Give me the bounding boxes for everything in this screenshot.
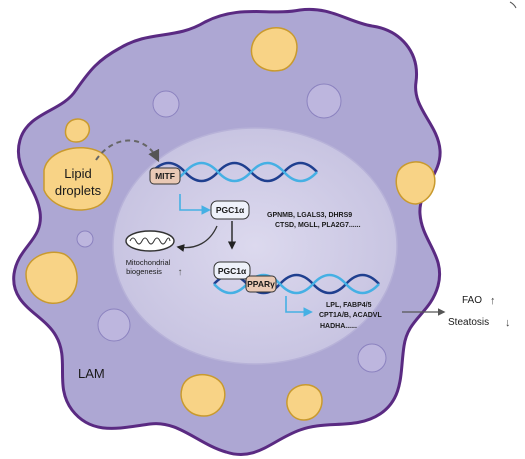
fao-label: FAO [462, 295, 482, 306]
lipid-droplet [43, 147, 114, 211]
arrow-mitf-to-pgc1a [179, 194, 211, 215]
dashed-arrow-lipids-to-mitf [95, 139, 160, 163]
ppar-label: PPARγ [247, 279, 275, 289]
mitf-node: MITF [149, 167, 181, 185]
pgc1a-complex-node: PGC1α [213, 261, 251, 280]
pgc1a-label: PGC1α [216, 205, 245, 215]
lipid-droplet [250, 27, 298, 72]
lipid-droplet [286, 384, 323, 421]
mito-label-line1: Mitochondrial [126, 258, 171, 267]
vesicle [152, 90, 180, 118]
steatosis-label: Steatosis [448, 317, 489, 328]
arrow-ppar-to-genes [285, 296, 313, 317]
lipid-droplet [25, 251, 78, 305]
lipid-droplets-label-line2: droplets [55, 183, 102, 198]
lipid-droplet [395, 161, 436, 205]
arrow-pgc1a-to-mito [176, 225, 218, 252]
lipid-droplets-label-line1: Lipid [64, 166, 91, 181]
dna-helix-2 [213, 273, 380, 295]
vesicle [97, 308, 131, 342]
genes-group2-line1: LPL, FABP4/5 [326, 302, 372, 309]
ppar-node: PPARγ [245, 275, 277, 293]
mitochondrion-icon [125, 230, 175, 252]
lipid-droplet [180, 374, 226, 417]
genes-group2-line3: HADHA...... [320, 323, 357, 330]
pgc1a-node: PGC1α [210, 200, 250, 220]
steatosis-down-arrow: ↓ [505, 317, 511, 329]
genes-group1-line2: CTSD, MGLL, PLA2G7...... [275, 222, 361, 229]
dna-helix-1 [151, 161, 318, 183]
mitf-label: MITF [155, 171, 175, 181]
cell-label: LAM [78, 366, 105, 381]
fao-up-arrow: ↑ [490, 295, 496, 307]
lipid-droplet [64, 118, 90, 143]
mito-up-arrow: ↑ [178, 267, 183, 278]
genes-group2-line2: CPT1A/B, ACADVL [319, 312, 382, 319]
corner-mark [509, 1, 517, 9]
pgc1a-complex-label: PGC1α [218, 266, 247, 276]
vesicle [306, 83, 342, 119]
nucleus [112, 127, 398, 365]
genes-group1-line1: GPNMB, LGALS3, DHRS9 [267, 212, 352, 219]
mito-label-line2: biogenesis [126, 267, 162, 276]
vesicle [76, 230, 94, 248]
lipid-droplets-group [25, 27, 436, 421]
vesicle [357, 343, 387, 373]
